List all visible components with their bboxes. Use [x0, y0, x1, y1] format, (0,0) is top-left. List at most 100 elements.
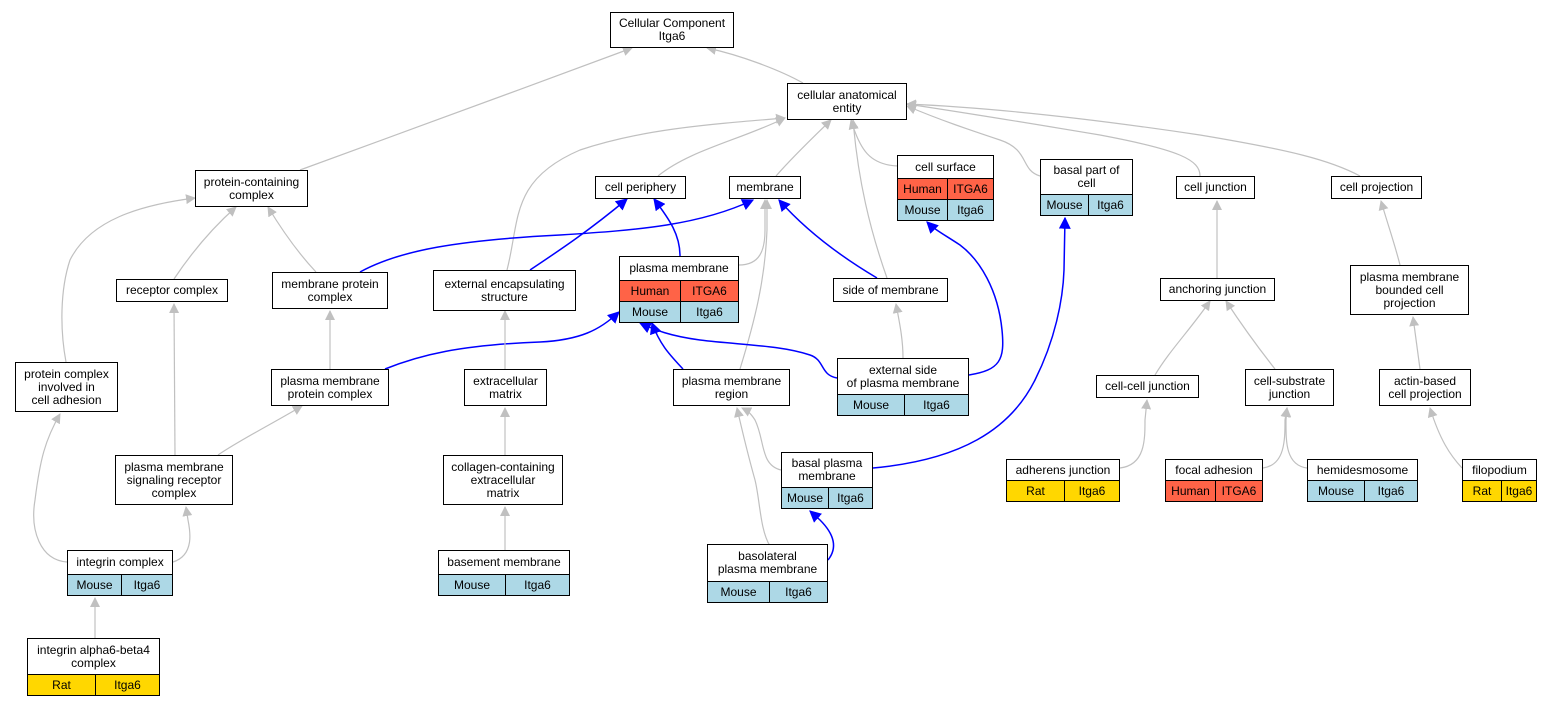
- edge-adh-to-ccj: [1119, 399, 1152, 469]
- go-term-label-line: of plasma membrane: [846, 375, 960, 390]
- go-term-label-line: cell-substrate: [1253, 373, 1326, 388]
- go-term-label-line: structure: [481, 289, 528, 304]
- go-term-node-som[interactable]: side of membrane: [833, 278, 948, 302]
- edge-pcica-to-pcc: [61, 194, 196, 363]
- go-term-label-line: actin-based: [1393, 373, 1457, 388]
- go-term-label-line: plasma membrane: [629, 261, 729, 275]
- go-term-label-line: plasma membrane: [717, 562, 818, 576]
- go-term-label-line: entity: [832, 100, 862, 115]
- go-term-label-line: cell-cell junction: [1105, 379, 1190, 393]
- go-term-label: integrin complex: [68, 551, 172, 574]
- go-term-node-recc[interactable]: receptor complex: [116, 279, 228, 302]
- edge-csj-to-anch: [1225, 300, 1276, 370]
- edge-bpm-to-basal: [872, 216, 1071, 469]
- go-term-label-line: focal adhesion: [1175, 462, 1253, 477]
- edge-fa-to-csj: [1262, 407, 1291, 469]
- go-term-label-line: matrix: [486, 485, 520, 500]
- go-term-label-line: complex: [71, 655, 116, 670]
- go-term-label-line: cell projection: [1339, 180, 1414, 194]
- go-term-label-line: membrane: [736, 180, 794, 194]
- edge-hemi-to-csj: [1281, 407, 1308, 469]
- go-term-label: side of membrane: [834, 279, 947, 301]
- edge-intc-to-pmsrc: [172, 506, 193, 563]
- edge-espm-to-som: [892, 303, 904, 359]
- edge-espm-to-pm: [638, 322, 838, 379]
- edge-filo-to-abcp: [1427, 407, 1463, 469]
- go-term-node-memb[interactable]: membrane: [729, 176, 801, 199]
- edge-ees-to-cae: [506, 113, 786, 271]
- go-term-label-line: extracellular: [470, 472, 536, 487]
- go-term-node-cjunc[interactable]: cell junction: [1176, 176, 1255, 199]
- species-cell: Mouse: [1041, 195, 1088, 215]
- species-cell: Mouse: [782, 488, 828, 508]
- go-term-label-line: extracellular: [473, 373, 538, 388]
- go-term-label: basement membrane: [439, 551, 569, 574]
- go-term-label-line: side of membrane: [842, 282, 939, 297]
- go-term-label-line: bounded cell: [1375, 282, 1444, 297]
- go-term-label: plasma membrane: [620, 257, 738, 280]
- go-term-node-cproj[interactable]: cell projection: [1331, 176, 1422, 199]
- gene-cell: Itga6: [1064, 481, 1119, 501]
- species-cell: Rat: [1463, 481, 1501, 501]
- gene-cell: ITGA6: [1215, 481, 1262, 501]
- edge-blpm-to-bpm: [809, 510, 835, 561]
- gene-cell: Itga6: [1364, 481, 1417, 501]
- go-term-node-anch[interactable]: anchoring junction: [1160, 278, 1275, 301]
- edge-pcc-to-root: [299, 46, 633, 171]
- go-term-label: cell junction: [1177, 177, 1254, 198]
- edge-ccj-to-anch: [1154, 300, 1211, 376]
- go-term-node-ccj[interactable]: cell-cell junction: [1096, 375, 1199, 398]
- edge-intc-to-pcica: [33, 413, 68, 563]
- edge-espm-to-csurf: [926, 221, 1004, 376]
- species-cell: Rat: [1007, 481, 1064, 501]
- go-term-label: receptor complex: [117, 280, 227, 301]
- edge-mpc-to-pcc: [267, 206, 317, 273]
- go-term-label-line: collagen-containing: [451, 459, 555, 474]
- species-cell: Mouse: [1308, 481, 1364, 501]
- go-term-node-cper[interactable]: cell periphery: [595, 176, 686, 199]
- go-term-label-line: plasma membrane: [681, 373, 782, 388]
- go-term-label: cell-cell junction: [1097, 376, 1198, 397]
- go-term-label-line: complex: [229, 187, 274, 202]
- go-term-label-line: receptor complex: [125, 283, 219, 297]
- edge-cper-to-cae: [657, 117, 786, 177]
- gene-cell: Itga6: [769, 582, 827, 602]
